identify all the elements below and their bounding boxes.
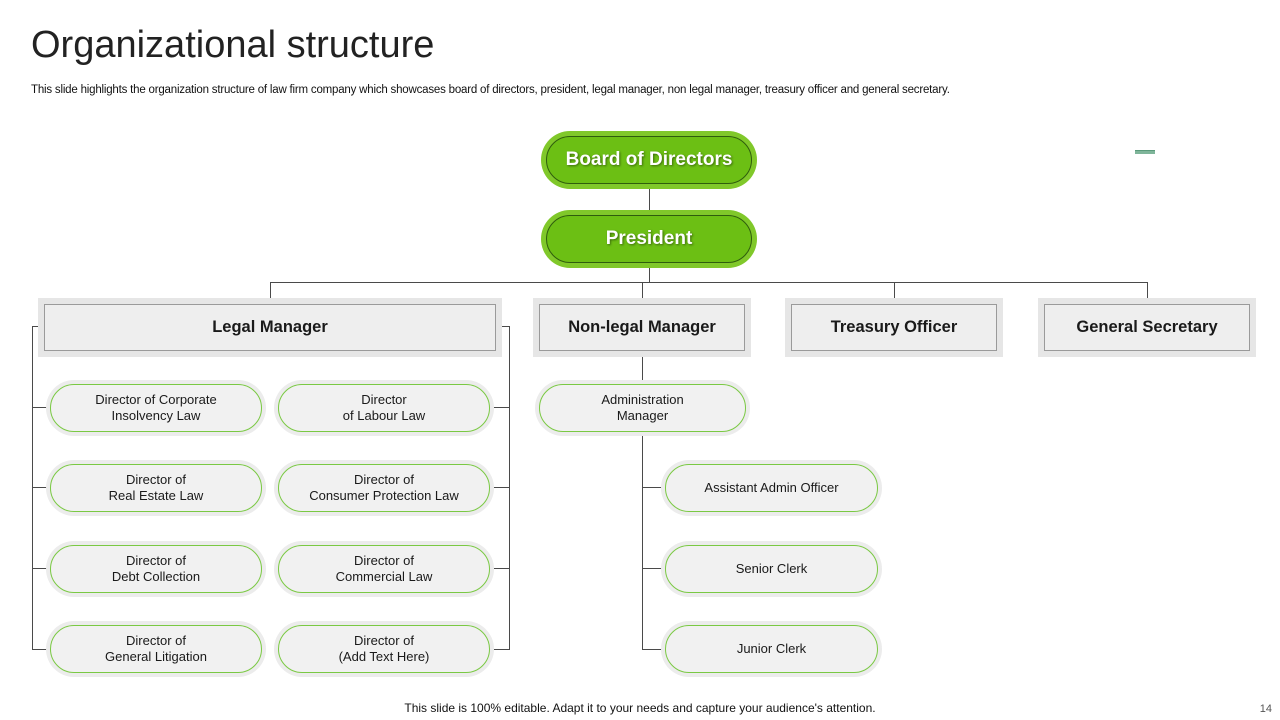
connector-admin-stub-3 [642, 649, 662, 650]
connector-admin-rail [642, 436, 643, 649]
legal-manager-node: Legal Manager [38, 298, 502, 357]
assistant-admin-officer-label: Assistant Admin Officer [665, 464, 878, 512]
senior-clerk-label: Senior Clerk [665, 545, 878, 593]
connector-legal-right-stub-4 [494, 649, 510, 650]
director-line-1: Director of [126, 633, 186, 648]
connector-legal-left-stub-1 [32, 407, 47, 408]
director-line-2: Commercial Law [335, 569, 433, 584]
treasury-officer-label: Treasury Officer [791, 304, 997, 351]
non-legal-manager-node: Non-legal Manager [533, 298, 751, 357]
director-line-1: Director of [126, 472, 186, 487]
connector-secretary-drop [1147, 282, 1148, 298]
page-subtitle: This slide highlights the organization s… [31, 84, 950, 96]
director-add-text-node: Director of (Add Text Here) [274, 621, 494, 677]
page-number: 14 [1259, 703, 1272, 715]
board-of-directors-node: Board of Directors [541, 131, 757, 189]
connector-legal-left-stub-3 [32, 568, 47, 569]
president-node: President [541, 210, 757, 268]
administration-manager-node: Administration Manager [535, 380, 750, 436]
footer-note: This slide is 100% editable. Adapt it to… [404, 701, 876, 715]
connector-legal-right-stub-3 [494, 568, 510, 569]
director-line-1: Director [361, 392, 407, 407]
assistant-admin-officer-node: Assistant Admin Officer [661, 460, 882, 516]
connector-legal-right-stub-2 [494, 487, 510, 488]
general-secretary-node: General Secretary [1038, 298, 1256, 357]
connector-president-bus [649, 266, 650, 282]
legal-manager-label: Legal Manager [44, 304, 496, 351]
connector-legal-left-stub-2 [32, 487, 47, 488]
connector-legal-left-stub-4 [32, 649, 47, 650]
president-label: President [546, 215, 752, 263]
admin-manager-line-1: Administration [601, 392, 684, 407]
director-line-1: Director of [354, 472, 414, 487]
director-line-2: (Add Text Here) [338, 649, 430, 664]
director-real-estate-node: Director of Real Estate Law [46, 460, 266, 516]
connector-nonlegal-to-admin [642, 357, 643, 381]
senior-clerk-node: Senior Clerk [661, 541, 882, 597]
director-line-1: Director of [354, 633, 414, 648]
non-legal-manager-label: Non-legal Manager [539, 304, 745, 351]
connector-legal-drop [270, 282, 271, 298]
admin-manager-line-2: Manager [616, 408, 669, 423]
director-corporate-insolvency-node: Director of Corporate Insolvency Law [46, 380, 266, 436]
treasury-officer-node: Treasury Officer [785, 298, 1003, 357]
board-of-directors-label: Board of Directors [546, 136, 752, 184]
connector-legal-right-top [501, 326, 510, 327]
connector-nonlegal-drop [642, 282, 643, 298]
director-line-1: Director of [126, 553, 186, 568]
connector-board-president [649, 187, 650, 212]
connector-treasury-drop [894, 282, 895, 298]
director-general-litigation-node: Director of General Litigation [46, 621, 266, 677]
decorative-dash [1135, 150, 1155, 154]
connector-legal-right-stub-1 [494, 407, 510, 408]
director-commercial-law-node: Director of Commercial Law [274, 541, 494, 597]
connector-admin-stub-2 [642, 568, 662, 569]
director-line-2: of Labour Law [342, 408, 426, 423]
connector-horizontal-bus [270, 282, 1148, 283]
director-consumer-protection-node: Director of Consumer Protection Law [274, 460, 494, 516]
page-title: Organizational structure [31, 24, 435, 66]
connector-legal-left-top [32, 326, 39, 327]
junior-clerk-label: Junior Clerk [665, 625, 878, 673]
general-secretary-label: General Secretary [1044, 304, 1250, 351]
connector-admin-stub-1 [642, 487, 662, 488]
director-line-2: Debt Collection [111, 569, 201, 584]
director-line-2: General Litigation [105, 649, 207, 664]
director-line-2: Real Estate Law [108, 488, 204, 503]
director-line-1: Director of [354, 553, 414, 568]
director-line-2: Insolvency Law [111, 408, 201, 423]
director-line-1: Director of Corporate [95, 392, 217, 407]
junior-clerk-node: Junior Clerk [661, 621, 882, 677]
director-labour-law-node: Director of Labour Law [274, 380, 494, 436]
director-line-2: Consumer Protection Law [309, 488, 459, 503]
director-debt-collection-node: Director of Debt Collection [46, 541, 266, 597]
